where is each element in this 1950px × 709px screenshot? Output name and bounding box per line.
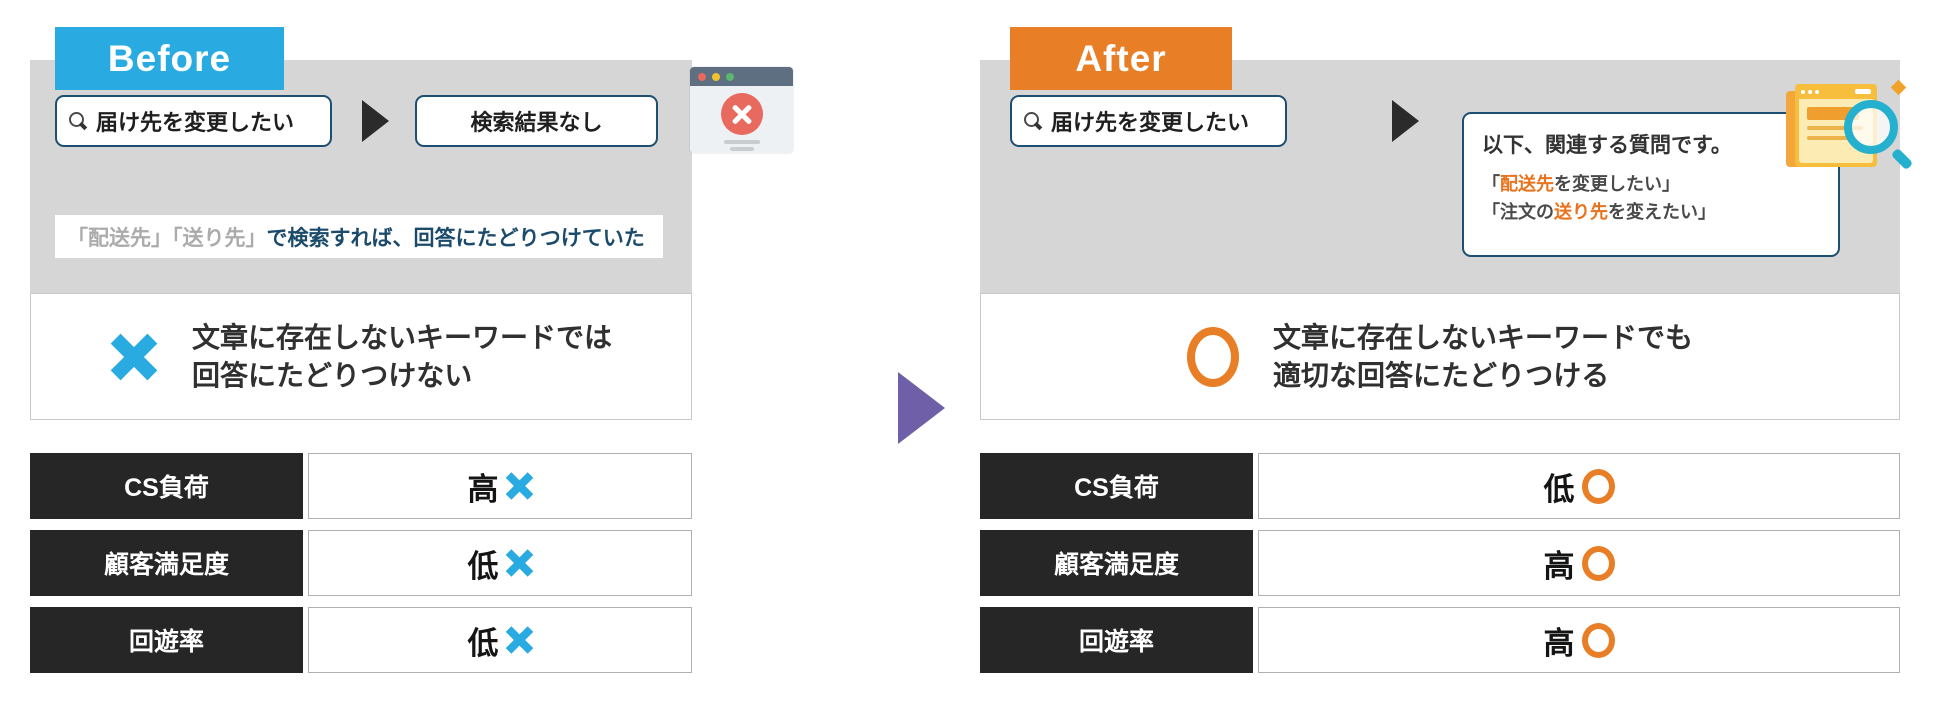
before-result-text: 検索結果なし (470, 110, 603, 135)
browser-error-window-icon (690, 67, 793, 153)
before-flow-arrow-icon (362, 100, 389, 142)
row-label: 回遊率 (980, 607, 1253, 673)
before-search-query: 届け先を変更したい (96, 110, 295, 135)
q2-post: を変えたい」 (1608, 201, 1716, 222)
table-row: CS負荷 高 (30, 453, 692, 519)
placeholder-line (729, 147, 754, 151)
magnifier-icon (69, 112, 87, 130)
q2-pre: 「注文の (1482, 201, 1554, 222)
doc-dot-icon (1801, 89, 1805, 94)
table-row: 顧客満足度 高 (980, 530, 1900, 596)
browser-body (690, 86, 793, 153)
row-value-text: 高 (467, 471, 499, 507)
row-value-text: 高 (1543, 548, 1575, 584)
doc-dot-icon (1815, 89, 1819, 94)
keyword-note-muted: 「配送先」「送り先」 (67, 226, 267, 250)
after-flow-arrow-icon (1392, 100, 1419, 142)
circle-mark-icon (1186, 326, 1239, 387)
after-header-label: After (1075, 37, 1167, 79)
circle-mark-icon (1581, 468, 1615, 504)
before-verdict-text: 文章に存在しないキーワードでは 回答にたどりつけない (192, 319, 612, 395)
q2-highlight: 送り先 (1554, 201, 1608, 222)
magnifier-icon (1024, 112, 1042, 130)
after-header: After (1010, 27, 1232, 90)
document-with-magnifier-icon (1786, 79, 1914, 174)
doc-text-line (1807, 136, 1851, 140)
answer-related-questions: 「配送先を変更したい」 「注文の送り先を変えたい」 (1482, 171, 1820, 227)
window-dot-red-icon (698, 72, 706, 81)
row-value: 低 (308, 530, 692, 596)
cross-mark-icon (506, 473, 533, 500)
table-row: 顧客満足度 低 (30, 530, 692, 596)
table-row: 回遊率 低 (30, 607, 692, 673)
row-label: 顧客満足度 (980, 530, 1253, 596)
window-dot-green-icon (726, 72, 734, 81)
q1-post: を変更したい」 (1554, 174, 1680, 194)
document-titlebar (1795, 84, 1877, 99)
row-value-text: 低 (1543, 471, 1575, 507)
table-row: CS負荷 低 (980, 453, 1900, 519)
related-question-2: 「注文の送り先を変えたい」 (1482, 199, 1820, 227)
magnifier-lens-icon (1844, 100, 1898, 154)
row-label: CS負荷 (30, 453, 303, 519)
circle-mark-icon (1581, 545, 1615, 581)
before-keyword-note: 「配送先」「送り先」で検索すれば、回答にたどりつけていた (55, 215, 663, 258)
before-verdict-box: 文章に存在しないキーワードでは 回答にたどりつけない (30, 293, 692, 420)
row-value-text: 低 (467, 548, 499, 584)
table-row: 回遊率 高 (980, 607, 1900, 673)
before-result-box: 検索結果なし (415, 95, 658, 147)
cross-mark-icon (110, 333, 158, 381)
doc-dot-icon (1808, 89, 1812, 94)
before-search-input[interactable]: 届け先を変更したい (55, 95, 332, 147)
after-verdict-line1: 文章に存在しないキーワードでも (1272, 321, 1693, 353)
row-value: 高 (1258, 607, 1900, 673)
q1-pre: 「 (1482, 174, 1500, 194)
related-question-1: 「配送先を変更したい」 (1482, 171, 1820, 199)
error-circle-icon (720, 93, 763, 135)
row-value-text: 高 (1543, 625, 1575, 661)
window-dot-yellow-icon (712, 72, 720, 81)
before-verdict-line1: 文章に存在しないキーワードでは (191, 321, 612, 353)
browser-titlebar (690, 67, 793, 86)
doc-text-line (1807, 126, 1863, 130)
before-header: Before (55, 27, 284, 90)
after-verdict-text: 文章に存在しないキーワードでも 適切な回答にたどりつける (1273, 319, 1693, 395)
after-verdict-line2: 適切な回答にたどりつける (1272, 359, 1610, 391)
row-value: 高 (308, 453, 692, 519)
keyword-note-emphasis: で検索すれば、回答にたどりつけていた (266, 226, 645, 250)
row-label: CS負荷 (980, 453, 1253, 519)
circle-mark-icon (1581, 622, 1615, 658)
after-answer-box: 以下、関連する質問です。 「配送先を変更したい」 「注文の送り先を変えたい」 (1462, 112, 1840, 257)
before-verdict-line2: 回答にたどりつけない (191, 359, 473, 391)
answer-title: 以下、関連する質問です。 (1482, 134, 1732, 157)
before-after-transition-arrow-icon (898, 372, 945, 444)
row-value: 高 (1258, 530, 1900, 596)
row-value: 低 (1258, 453, 1900, 519)
row-label: 回遊率 (30, 607, 303, 673)
cross-mark-icon (506, 627, 533, 654)
row-value-text: 低 (467, 625, 499, 661)
before-header-label: Before (107, 37, 232, 79)
placeholder-line (723, 140, 760, 144)
cross-mark-icon (506, 550, 533, 577)
q1-highlight: 配送先 (1500, 174, 1554, 194)
after-verdict-box: 文章に存在しないキーワードでも 適切な回答にたどりつける (980, 293, 1900, 420)
row-label: 顧客満足度 (30, 530, 303, 596)
row-value: 低 (308, 607, 692, 673)
error-cross-icon (732, 104, 752, 124)
after-search-query: 届け先を変更したい (1051, 110, 1250, 135)
after-search-input[interactable]: 届け先を変更したい (1010, 95, 1287, 147)
doc-dash (1855, 89, 1871, 94)
